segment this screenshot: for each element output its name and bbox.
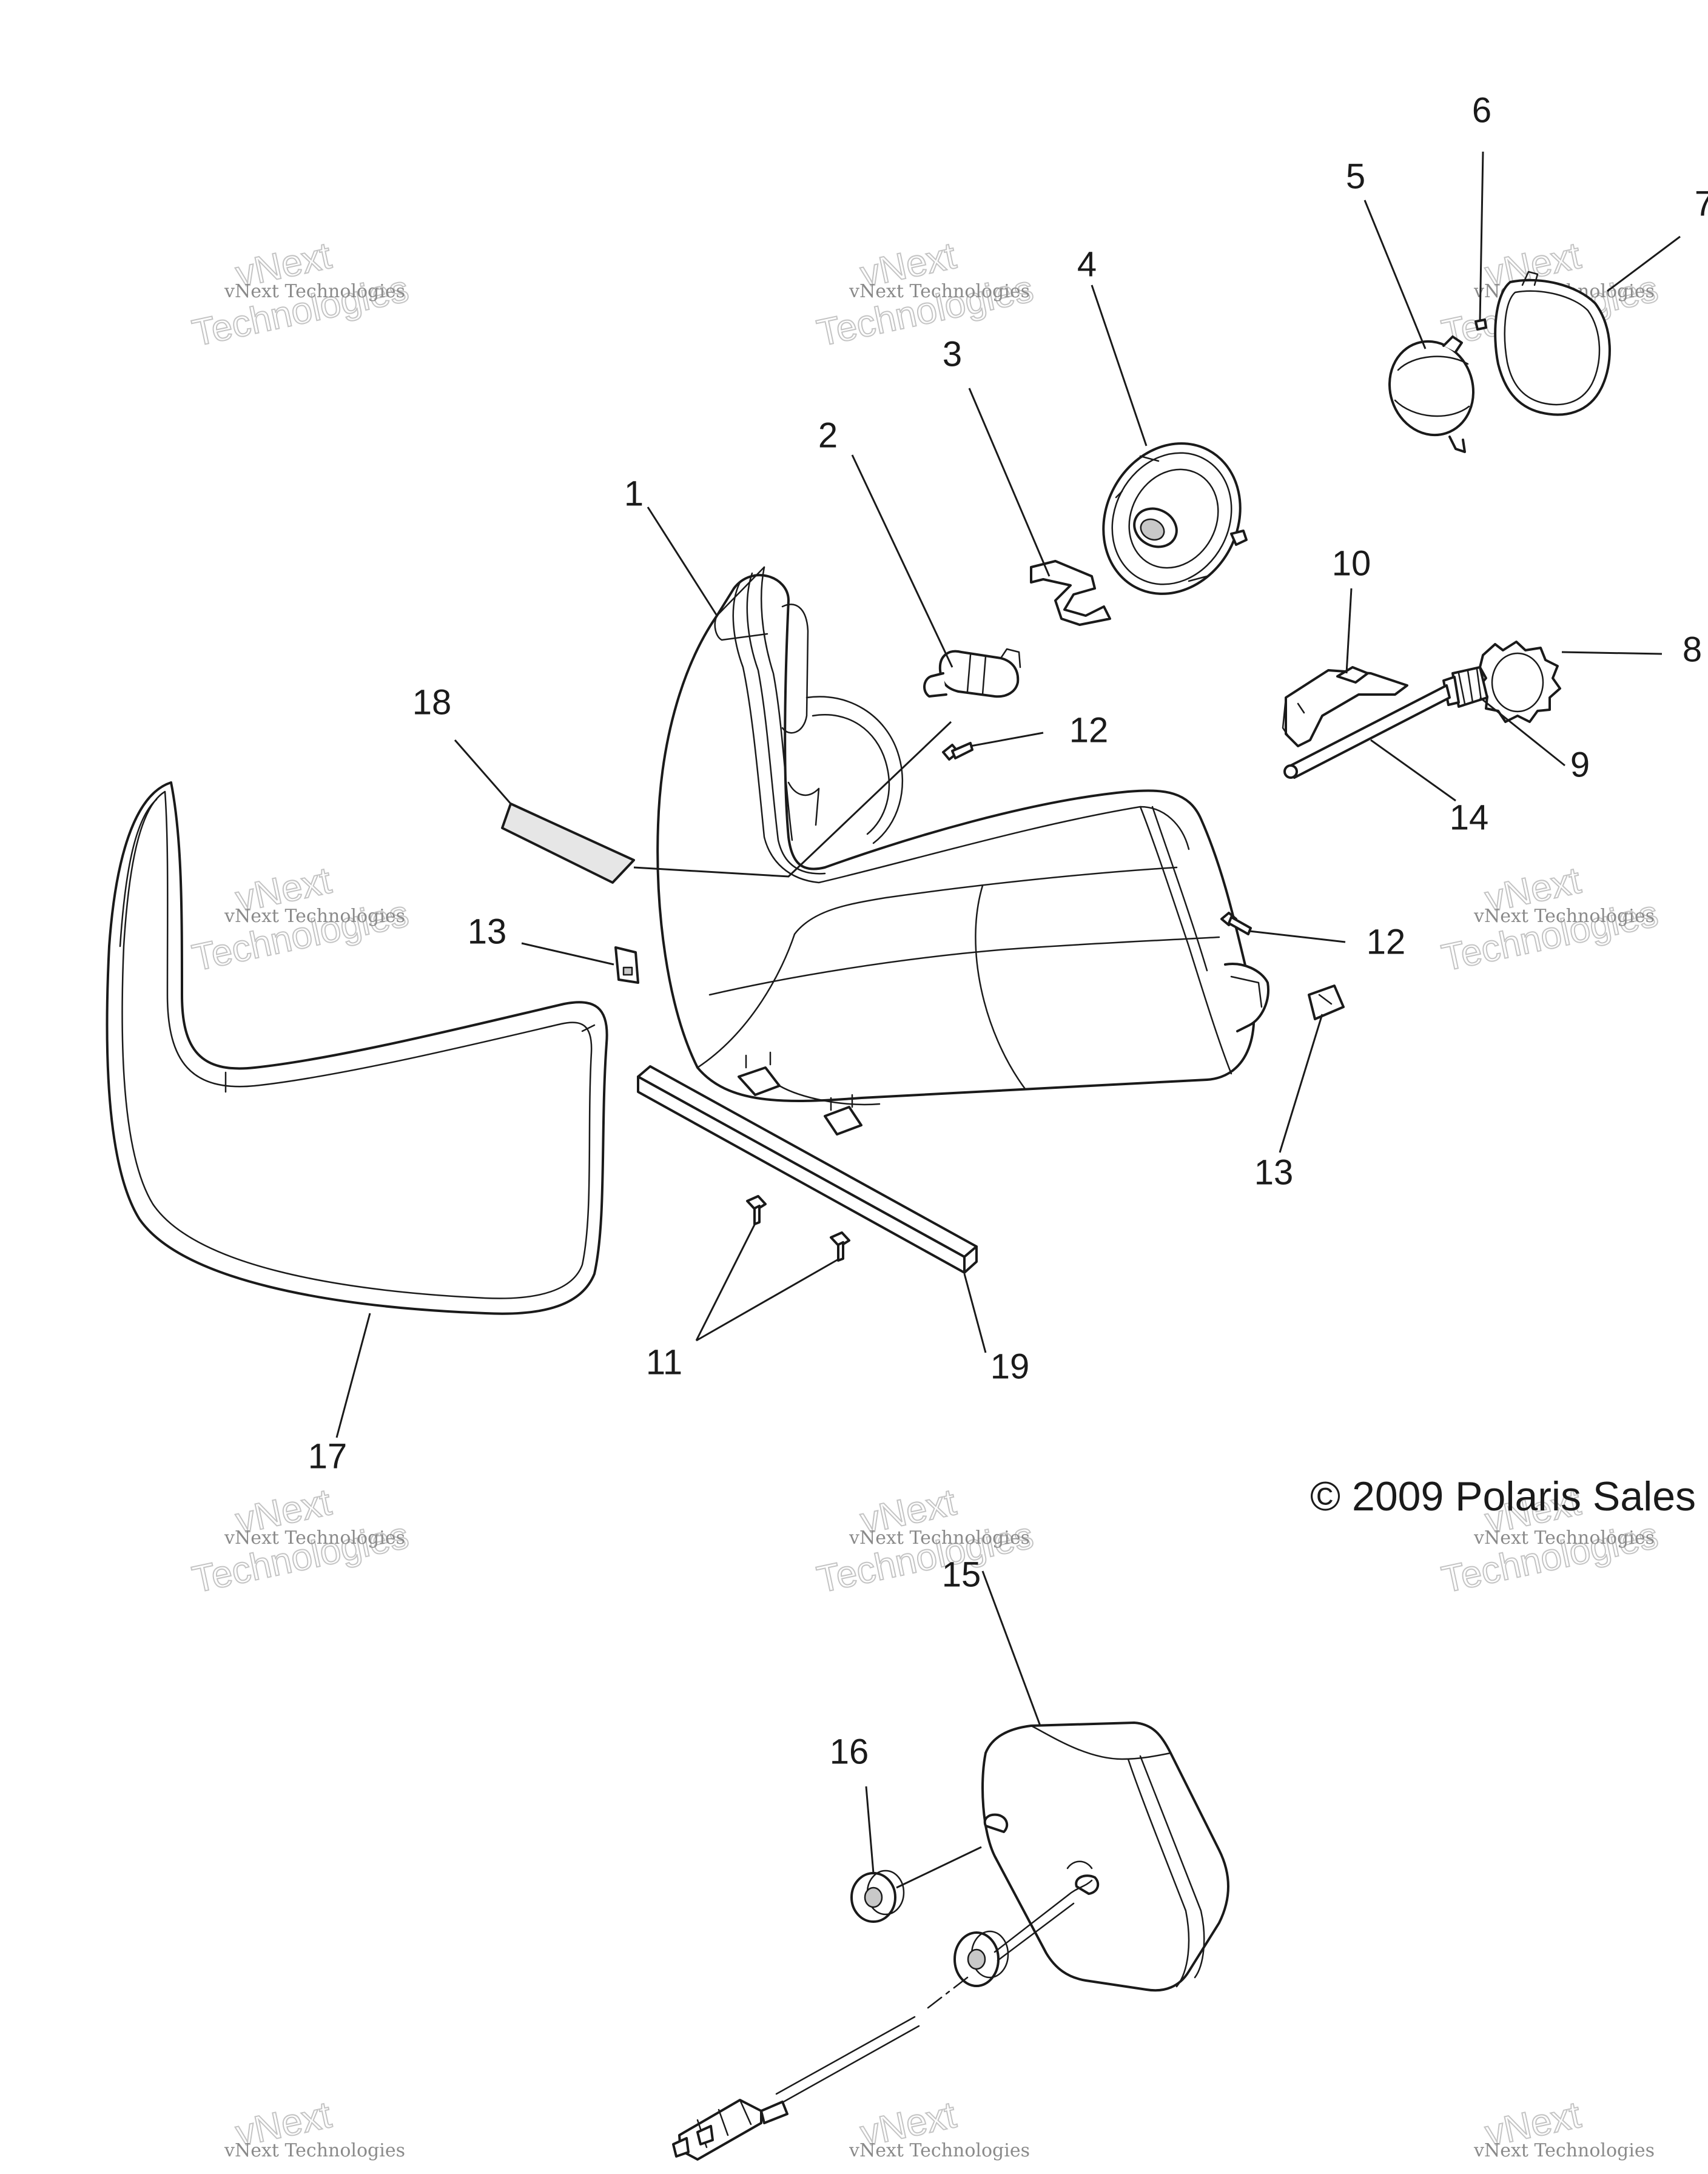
part-7-gasket	[1494, 271, 1611, 416]
callout-4: 4	[1077, 244, 1097, 284]
part-18-reflector	[501, 803, 635, 884]
callout-2: 2	[818, 416, 838, 455]
leader-lines	[335, 151, 1681, 1889]
callout-18: 18	[412, 682, 452, 722]
part-14-shaft	[1283, 684, 1451, 779]
callout-12-upper: 12	[1069, 710, 1109, 750]
svg-text:vNext Technologies: vNext Technologies	[224, 2140, 405, 2161]
svg-text:vNext Technologies: vNext Technologies	[224, 1527, 405, 1549]
svg-text:vNext Technologies: vNext Technologies	[849, 1527, 1030, 1549]
part-2-bulb	[923, 648, 1021, 698]
watermark: vNext Technologies vNext Technologies	[813, 1481, 1037, 1601]
part-4-bulb-cover	[1102, 442, 1248, 595]
callout-19: 19	[990, 1347, 1030, 1386]
part-15-taillight	[981, 1721, 1229, 1992]
callout-15: 15	[942, 1555, 981, 1594]
watermark: vNext vNext Technologies	[849, 2093, 1030, 2161]
callout-8: 8	[1683, 630, 1702, 669]
part-5-cover-cap	[1388, 335, 1475, 453]
callouts: 1 2 3 4 5 6 7 8 9 10 11 12 12 13 13 14 1…	[308, 90, 1708, 1771]
svg-text:vNext Technologies: vNext Technologies	[1473, 906, 1655, 927]
callout-14: 14	[1450, 798, 1489, 837]
part-11-screw-a	[746, 1195, 767, 1225]
callout-11: 11	[646, 1342, 682, 1382]
watermark: vNext Technologies vNext Technologies	[188, 234, 412, 355]
part-13-clip-left	[614, 946, 639, 984]
part-16-grommet-upper	[850, 1869, 905, 1923]
svg-text:vNext Technologies: vNext Technologies	[849, 2140, 1030, 2161]
watermark: vNext Technologies vNext Technologies	[188, 1481, 412, 1601]
part-12-screw-upper	[942, 742, 973, 761]
part-9-adjuster	[1442, 666, 1488, 708]
part-8-adjust-knob	[1478, 641, 1561, 723]
callout-12-lower: 12	[1367, 922, 1406, 961]
part-16-grommet-lower	[953, 1930, 1009, 1987]
wiring-harness	[672, 1879, 1093, 2161]
watermark: vNext vNext Technologies	[1473, 2093, 1655, 2161]
svg-text:vNext Technologies: vNext Technologies	[1473, 1527, 1655, 1549]
part-11-screw-b	[830, 1231, 850, 1262]
callout-6: 6	[1472, 90, 1491, 130]
callout-17: 17	[308, 1436, 348, 1476]
callout-3: 3	[943, 334, 962, 374]
callout-16: 16	[830, 1732, 869, 1771]
part-3-spring-clip	[1030, 560, 1111, 626]
callout-10: 10	[1332, 544, 1371, 583]
copyright-text: © 2009 Polaris Sales	[1310, 1473, 1696, 1519]
callout-1: 1	[624, 474, 644, 513]
svg-text:vNext Technologies: vNext Technologies	[1473, 2140, 1655, 2161]
watermarks: vNext Technologies vNext Technologies vN…	[188, 234, 1662, 2161]
watermark: vNext Technologies vNext Technologies	[188, 859, 412, 980]
part-19-foam-strip	[637, 1065, 978, 1274]
part-1-headlight-housing	[656, 566, 1269, 1136]
watermark: vNext Technologies vNext Technologies	[813, 234, 1037, 355]
callout-7: 7	[1695, 184, 1708, 223]
svg-text:vNext Technologies: vNext Technologies	[224, 281, 405, 302]
part-12-screw-lower	[1220, 912, 1252, 935]
part-6-pin	[1474, 318, 1487, 331]
watermark: vNext Technologies vNext Technologies	[1437, 859, 1662, 980]
watermark: vNext vNext Technologies	[224, 2093, 405, 2161]
callout-13-right: 13	[1254, 1153, 1294, 1192]
part-17-seal	[106, 781, 608, 1315]
part-10-bracket	[1282, 666, 1408, 747]
svg-text:vNext Technologies: vNext Technologies	[849, 281, 1030, 302]
callout-9: 9	[1570, 745, 1590, 784]
callout-5: 5	[1346, 156, 1365, 196]
svg-text:vNext Technologies: vNext Technologies	[224, 906, 405, 927]
part-13-clip-right	[1308, 984, 1345, 1020]
callout-13-left: 13	[468, 912, 507, 951]
